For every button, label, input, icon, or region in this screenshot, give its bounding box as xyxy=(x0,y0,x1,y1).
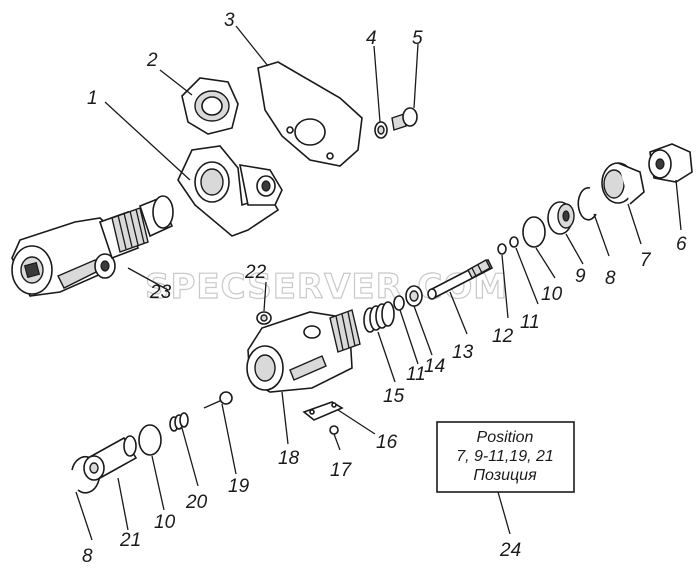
callout-11-right: 11 xyxy=(520,312,540,333)
part-14-washer xyxy=(405,285,423,307)
callout-15: 15 xyxy=(383,386,405,407)
callout-14: 14 xyxy=(424,356,445,377)
callout-8-left: 8 xyxy=(82,546,93,567)
part-10-o-ring-right xyxy=(522,216,546,248)
callout-8-right: 8 xyxy=(605,268,616,289)
callout-24: 24 xyxy=(499,540,521,561)
part-6-cap xyxy=(648,143,693,183)
part-22-plug xyxy=(256,311,272,325)
part-20-spring xyxy=(169,412,189,432)
callout-10-right: 10 xyxy=(541,284,563,305)
callout-9: 9 xyxy=(575,266,586,287)
part-15-spring xyxy=(363,301,395,333)
part-4-washer xyxy=(374,121,388,139)
callout-19: 19 xyxy=(228,476,250,497)
callout-22: 22 xyxy=(244,262,267,283)
callout-16: 16 xyxy=(376,432,398,453)
threaded-neck-18 xyxy=(329,309,361,353)
part-3-gasket xyxy=(257,61,363,167)
part-8-snap-ring-right xyxy=(577,186,597,221)
callout-7: 7 xyxy=(640,250,652,271)
threaded-neck xyxy=(111,207,149,253)
callout-21: 21 xyxy=(119,530,141,551)
part-21-plunger xyxy=(83,435,138,481)
callout-13: 13 xyxy=(452,342,474,363)
note-box: Position 7, 9-11,19, 21 Позиция xyxy=(436,421,575,493)
callout-20: 20 xyxy=(185,492,208,513)
callout-1: 1 xyxy=(87,88,98,109)
part-5-bolt xyxy=(391,107,418,131)
part-16-cover-plate xyxy=(302,401,344,421)
callout-6: 6 xyxy=(676,234,687,255)
part-12-ring xyxy=(497,243,507,255)
part-18-valve-body xyxy=(246,309,361,393)
callout-4: 4 xyxy=(366,28,377,49)
part-2-hex-nut xyxy=(181,77,239,135)
callout-12: 12 xyxy=(492,326,514,347)
note-line-2: 7, 9-11,19, 21 xyxy=(456,448,554,465)
leader-lines xyxy=(75,25,682,541)
part-23-valve-assembly xyxy=(11,195,174,297)
callout-2: 2 xyxy=(146,50,158,71)
part-11-ring-left xyxy=(393,295,405,311)
callout-10-left: 10 xyxy=(154,512,176,533)
part-19-pin xyxy=(203,391,233,409)
part-9-piston xyxy=(547,201,575,235)
callout-numbers: 1 2 3 4 5 6 7 8 9 10 11 12 13 14 11 15 1… xyxy=(82,10,687,567)
callout-17: 17 xyxy=(330,460,353,481)
part-11-ring-right xyxy=(509,236,519,248)
callout-23: 23 xyxy=(149,282,172,303)
part-10-o-ring-left xyxy=(138,424,162,456)
note-line-1: Position xyxy=(477,429,534,446)
part-17-screw xyxy=(329,425,339,435)
part-1-bracket xyxy=(177,145,283,237)
part-7-cup-seal xyxy=(601,162,645,205)
callout-18: 18 xyxy=(278,448,300,469)
part-13-shaft xyxy=(427,258,494,300)
callout-3: 3 xyxy=(224,10,235,31)
callout-11-left: 11 xyxy=(406,364,426,385)
note-line-3: Позиция xyxy=(473,467,537,484)
callout-5: 5 xyxy=(412,28,423,49)
